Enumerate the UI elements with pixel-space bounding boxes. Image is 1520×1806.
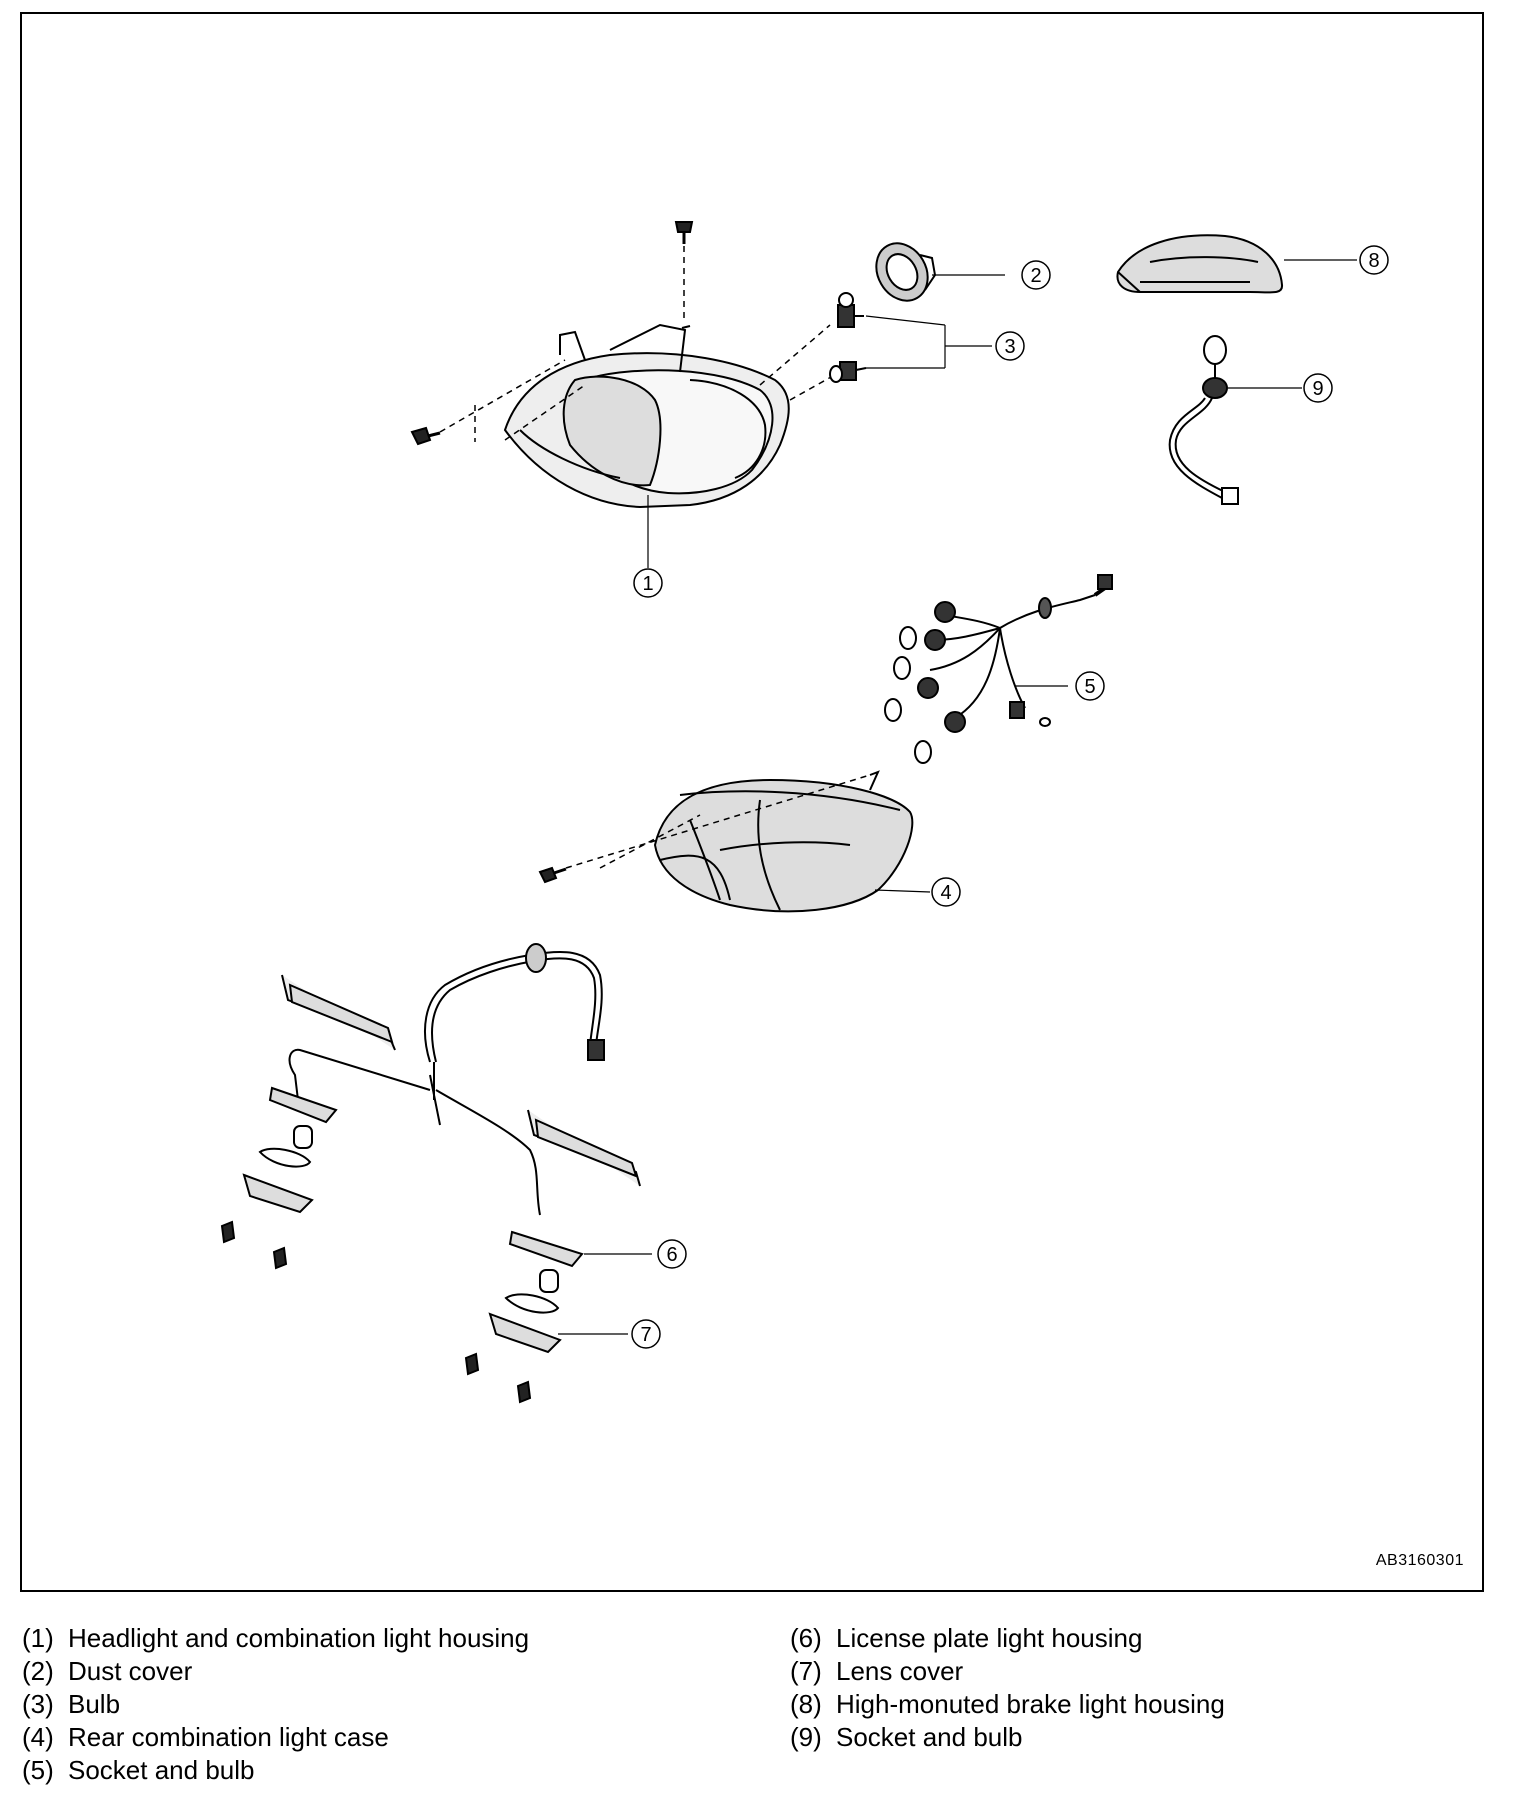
legend-num: (7): [790, 1656, 822, 1686]
legend-text: Headlight and combination light housing: [68, 1623, 530, 1653]
callout-9-label: 9: [1312, 378, 1323, 400]
legend-text: License plate light housing: [836, 1623, 1143, 1653]
dust-cover-drawing: [875, 242, 937, 302]
legend-item: (2) Dust cover: [22, 1655, 529, 1688]
legend-num: (8): [790, 1689, 822, 1719]
callout-4-label: 4: [940, 882, 951, 904]
legend-item: (7) Lens cover: [790, 1655, 1225, 1688]
callout-8-circle: [1359, 245, 1389, 275]
callout-9-circle: [1303, 373, 1333, 403]
legend-item: (1) Headlight and combination light housi…: [22, 1622, 529, 1655]
callout-1-label: 1: [642, 573, 653, 595]
rear-light-case-drawing: [653, 770, 914, 913]
legend-num: (2): [22, 1656, 54, 1686]
callout-5-circle: [1075, 671, 1105, 701]
brake-light-housing-drawing: [1116, 234, 1283, 294]
callout-8-label: 8: [1368, 250, 1379, 272]
legend-right: (6) License plate light housing (7) Lens c…: [790, 1622, 1225, 1754]
legend-text: Dust cover: [68, 1656, 193, 1686]
callout-6-circle: [657, 1239, 687, 1269]
legend-text: Rear combination light case: [68, 1722, 389, 1752]
legend-item: (6) License plate light housing: [790, 1622, 1225, 1655]
legend-num: (3): [22, 1689, 54, 1719]
callout-3-circle: [995, 331, 1025, 361]
legend-item: (4) Rear combination light case: [22, 1721, 529, 1754]
legend-item: (5) Socket and bulb: [22, 1754, 529, 1787]
callout-4-circle: [931, 877, 961, 907]
legend-text: Bulb: [68, 1689, 121, 1719]
legend-item: (3) Bulb: [22, 1688, 529, 1721]
rear-light-dashed-lines: [565, 774, 871, 869]
legend-num: (4): [22, 1722, 54, 1752]
callout-7-label: 7: [640, 1324, 651, 1346]
brake-socket-bulb-drawing: [1168, 335, 1239, 505]
rear-socket-harness-drawing: [884, 574, 1113, 764]
legend-left: (1) Headlight and combination light housi…: [22, 1622, 529, 1787]
legend-text: Socket and bulb: [68, 1755, 255, 1785]
legend-num: (9): [790, 1722, 822, 1752]
license-plate-light-left: [220, 1086, 338, 1270]
callout-7-circle: [631, 1319, 661, 1349]
callout-2-circle: [1021, 260, 1051, 290]
license-plate-light-right: [464, 1230, 584, 1404]
callout-1-circle: [633, 568, 663, 598]
legend-item: (9) Socket and bulb: [790, 1721, 1225, 1754]
callout-3-label: 3: [1004, 336, 1015, 358]
diagram-frame: [20, 12, 1484, 1592]
legend-num: (6): [790, 1623, 822, 1653]
headlight-bulbs-drawing: [829, 292, 867, 383]
license-plate-harness-drawing: [288, 943, 605, 1216]
exploded-lighting-diagram: 1 2 3 4 5 6 7 8 9: [220, 221, 1389, 1404]
license-plate-brackets: [281, 974, 641, 1187]
rear-light-screw: [538, 866, 567, 884]
callout-2-label: 2: [1030, 265, 1041, 287]
leader-lines: [558, 259, 1357, 1335]
figure-code: AB3160301: [1375, 1552, 1464, 1569]
headlight-screws: [410, 221, 694, 446]
legend-text: Socket and bulb: [836, 1722, 1023, 1752]
legend-item: (8) High-monuted brake light housing: [790, 1688, 1225, 1721]
legend-text: Lens cover: [836, 1656, 964, 1686]
legend-num: (1): [22, 1623, 54, 1653]
legend-num: (5): [22, 1755, 54, 1785]
callout-6-label: 6: [666, 1244, 677, 1266]
callout-5-label: 5: [1084, 676, 1095, 698]
headlight-housing-drawing: [503, 323, 790, 509]
legend-text: High-monuted brake light housing: [836, 1689, 1225, 1719]
